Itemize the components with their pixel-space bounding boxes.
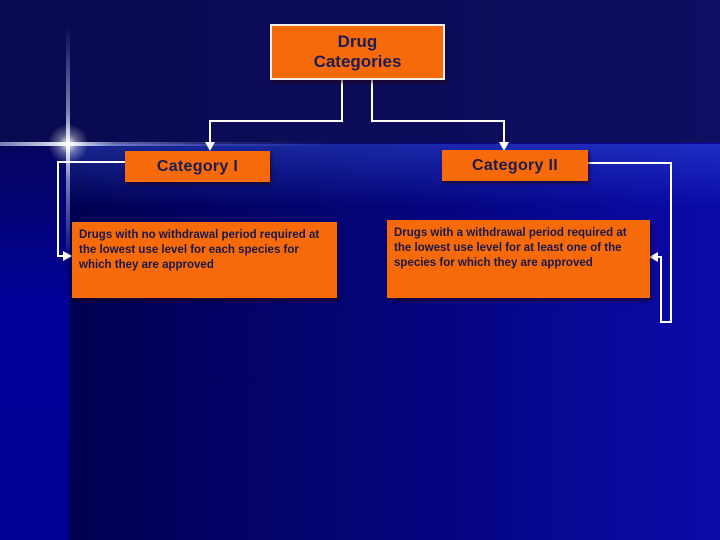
background-lower — [0, 143, 720, 540]
arrowhead-down-category-2-icon — [499, 142, 509, 151]
connector-category-2-out — [588, 162, 672, 164]
connector-title-left-drop — [341, 80, 343, 122]
category-1-description-box: Drugs with no withdrawal period required… — [72, 222, 337, 298]
category-2-box: Category II — [442, 150, 588, 181]
connector-category-1-drop — [209, 120, 211, 144]
connector-category-2-up — [660, 256, 662, 323]
connector-category-2-turn — [660, 321, 672, 323]
category-1-label: Category I — [156, 157, 239, 175]
connector-title-right-run — [371, 120, 505, 122]
category-1-description: Drugs with no withdrawal period required… — [79, 229, 320, 272]
light-beam-horizontal — [0, 142, 360, 146]
connector-category-1-down — [57, 161, 59, 257]
connector-category-2-in — [656, 256, 662, 258]
category-1-box: Category I — [125, 151, 270, 182]
category-2-description-box: Drugs with a withdrawal period required … — [387, 220, 650, 298]
connector-category-2-drop — [503, 120, 505, 144]
category-2-label: Category II — [472, 156, 558, 174]
category-2-description: Drugs with a withdrawal period required … — [394, 227, 627, 270]
connector-category-2-down — [670, 162, 672, 323]
connector-title-left-run — [209, 120, 343, 122]
arrowhead-down-category-1-icon — [205, 142, 215, 151]
light-flare-icon — [47, 123, 89, 165]
arrowhead-left-description-2-icon — [649, 252, 658, 262]
slide-title: Drug Categories — [313, 31, 402, 71]
arrowhead-right-description-1-icon — [63, 251, 72, 261]
connector-category-1-out — [57, 161, 125, 163]
title-box: Drug Categories — [270, 24, 445, 80]
connector-category-1-in — [57, 255, 66, 257]
connector-title-right-drop — [371, 80, 373, 122]
